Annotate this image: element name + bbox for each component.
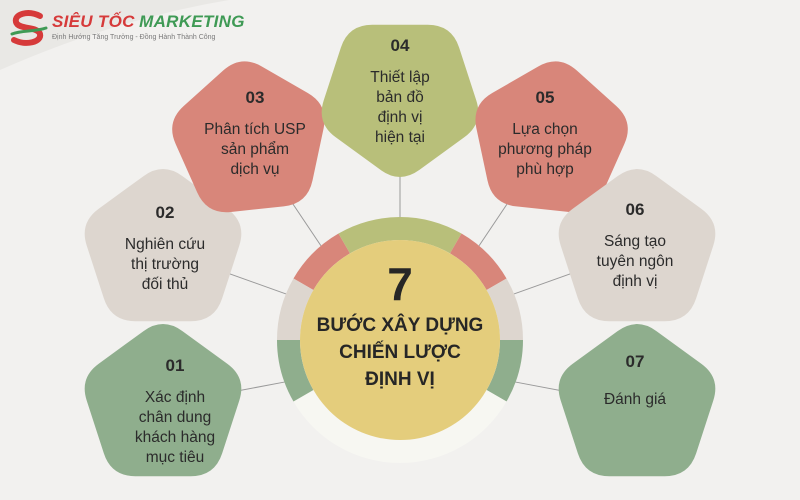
brand-tagline: Định Hướng Tăng Trưởng - Đồng Hành Thành… <box>52 34 216 41</box>
step-label-line: thị trường <box>131 256 199 273</box>
step-shapes <box>84 24 716 477</box>
step-label-line: phù hợp <box>516 161 574 178</box>
step-label-line: Lựa chọn <box>512 121 578 138</box>
center-ring <box>277 217 523 463</box>
center-title-line: CHIẾN LƯỢC <box>339 342 461 363</box>
step-label-line: Xác định <box>144 389 206 406</box>
step-04: 04 Thiết lập bản đồ định vị hiện tại <box>320 36 480 148</box>
center-circle <box>300 240 500 440</box>
logo-s-icon <box>10 10 48 46</box>
step-01: 01 Xác định chân dung khách hàng mục tiê… <box>95 356 255 468</box>
step-label-line: đối thủ <box>141 276 189 293</box>
brand-name-red: SIÊU TỐC <box>52 12 135 31</box>
corner-swoosh <box>0 0 480 70</box>
step-02: 02 Nghiên cứu thị trường đối thủ <box>85 203 245 295</box>
step-pentagon-6 <box>558 169 716 322</box>
step-label-line: định vị <box>612 273 658 290</box>
step-pentagon-4 <box>321 24 479 177</box>
step-label-line: mục tiêu <box>145 449 205 466</box>
ring-segment-3 <box>450 233 507 290</box>
ring-segment-4 <box>486 278 523 340</box>
ring-segment-6 <box>293 390 507 463</box>
step-number: 07 <box>625 352 645 371</box>
step-label-line: Thiết lập <box>370 69 430 86</box>
step-pentagon-5 <box>475 61 628 213</box>
step-number: 02 <box>155 203 175 222</box>
ring-segment-2 <box>338 217 462 254</box>
step-number: 04 <box>390 36 410 55</box>
center-label: 7 BƯỚC XÂY DỰNG CHIẾN LƯỢC ĐỊNH VỊ <box>303 258 497 391</box>
brand-name-green: MARKETING <box>139 12 245 31</box>
step-label-line: định vị <box>377 109 423 126</box>
step-label-line: Đánh giá <box>603 391 667 408</box>
step-label-line: Nghiên cứu <box>124 236 206 253</box>
step-number: 01 <box>165 356 185 375</box>
step-label-line: phương pháp <box>498 141 592 158</box>
step-06: 06 Sáng tạo tuyên ngôn định vị <box>555 200 715 292</box>
center-number: 7 <box>387 258 413 310</box>
step-05: 05 Lựa chọn phương pháp phù hợp <box>460 88 630 180</box>
step-number: 03 <box>245 88 265 107</box>
step-label-line: hiện tại <box>375 129 425 146</box>
ring-segment-5 <box>486 340 523 402</box>
ring-segment-8 <box>277 278 314 340</box>
step-number: 05 <box>535 88 555 107</box>
step-07: 07 Đánh giá <box>555 352 715 410</box>
ring-segment-7 <box>277 340 314 402</box>
step-label-line: Phân tích USP <box>204 121 306 138</box>
step-pentagon-2 <box>84 169 242 322</box>
step-pentagon-3 <box>172 61 325 213</box>
step-label-line: khách hàng <box>134 429 216 446</box>
center-title-line: BƯỚC XÂY DỰNG <box>316 315 484 336</box>
center-title-line: ĐỊNH VỊ <box>365 369 435 390</box>
step-label-line: dịch vụ <box>230 161 280 178</box>
step-label-line: chân dung <box>138 409 212 426</box>
step-label-line: bản đồ <box>376 89 424 106</box>
step-number: 06 <box>625 200 645 219</box>
step-label-line: tuyên ngôn <box>596 253 674 270</box>
step-label-line: Sáng tạo <box>603 233 667 250</box>
step-03: 03 Phân tích USP sản phẩm dịch vụ <box>170 88 340 180</box>
step-label-line: sản phẩm <box>220 141 290 158</box>
ring-segment-1 <box>293 233 350 290</box>
step-pentagon-1 <box>84 324 242 477</box>
brand-logo: SIÊU TỐC MARKETING Định Hướng Tăng Trưởn… <box>8 8 244 48</box>
step-pentagon-7 <box>558 324 716 477</box>
